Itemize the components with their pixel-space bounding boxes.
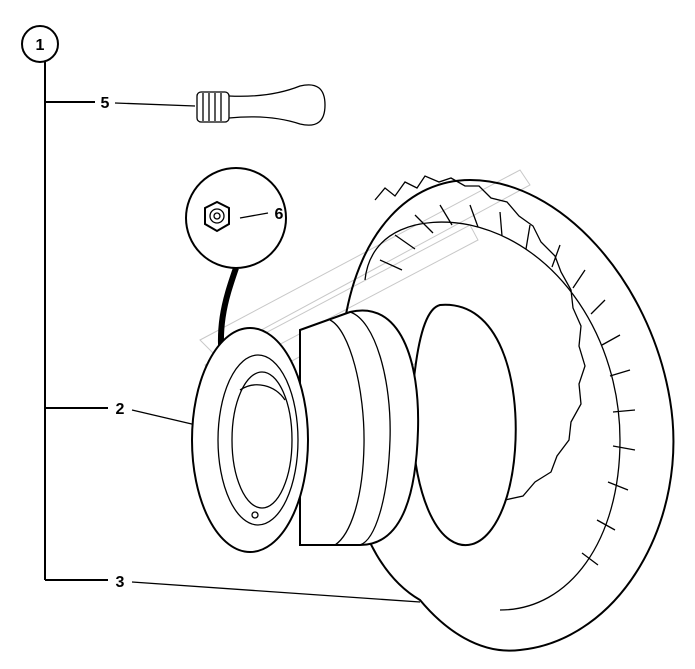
callout-5: 5 <box>101 95 110 112</box>
callout-2: 2 <box>116 401 125 418</box>
assembly-callout-circle <box>21 25 59 63</box>
callout-1: 1 <box>36 37 45 54</box>
callout-3: 3 <box>116 574 125 591</box>
leader-lines <box>44 62 421 603</box>
valve-stem-part <box>196 84 326 126</box>
rim-part <box>191 303 517 553</box>
callout-6: 6 <box>275 206 284 223</box>
watermark <box>199 169 531 426</box>
tire-part <box>339 175 675 652</box>
